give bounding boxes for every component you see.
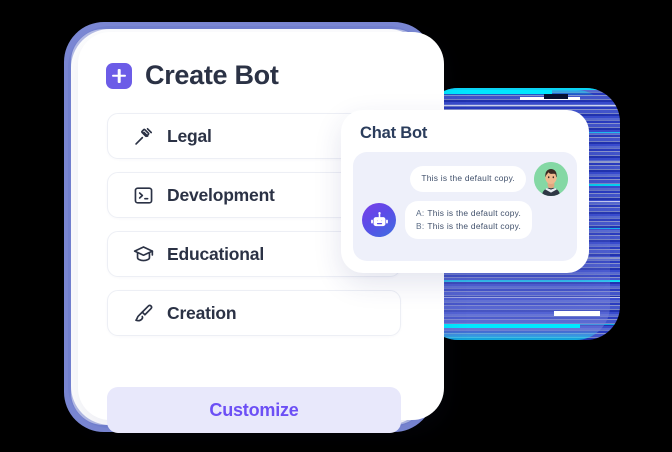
list-item-label: Creation — [167, 302, 237, 323]
user-avatar — [534, 162, 568, 196]
glitch-cyan-bar-bottom — [430, 324, 580, 328]
plus-icon[interactable] — [106, 62, 132, 89]
glitch-dark-bar — [544, 94, 568, 99]
glitch-white-bar-bottom — [554, 311, 600, 316]
bot-message-label: B: — [416, 221, 425, 232]
terminal-icon — [132, 184, 154, 206]
chat-message-user: This is the default copy. — [410, 162, 568, 196]
glitch-cyan-bar-top — [432, 90, 552, 94]
bot-message-text: This is the default copy. — [427, 221, 522, 232]
card-header: Create Bot — [106, 60, 279, 91]
user-message-bubble: This is the default copy. — [410, 166, 526, 192]
chat-bot-title: Chat Bot — [360, 124, 428, 142]
chat-bot-card: Chat Bot This is the default copy. — [341, 110, 589, 273]
bot-message-line: A:This is the default copy. — [416, 207, 521, 220]
chat-message-panel: This is the default copy. — [353, 152, 577, 261]
paintbrush-icon — [132, 302, 154, 324]
bot-message-label: A: — [416, 208, 425, 218]
bot-message-text: This is the default copy. — [427, 208, 522, 218]
page-title: Create Bot — [145, 60, 279, 90]
gavel-icon — [132, 125, 154, 147]
chat-message-bot: A:This is the default copy. B:This is th… — [362, 201, 533, 240]
list-item-label: Educational — [167, 243, 264, 264]
list-item-creation[interactable]: Creation — [107, 290, 401, 336]
bot-message-line: B:This is the default copy. — [416, 220, 521, 233]
list-item-label: Development — [167, 184, 275, 205]
list-item-label: Legal — [167, 125, 212, 146]
robot-avatar — [362, 203, 396, 238]
bot-message-bubble: A:This is the default copy. B:This is th… — [405, 201, 533, 240]
graduation-cap-icon — [132, 243, 154, 265]
customize-button[interactable]: Customize — [107, 387, 401, 433]
